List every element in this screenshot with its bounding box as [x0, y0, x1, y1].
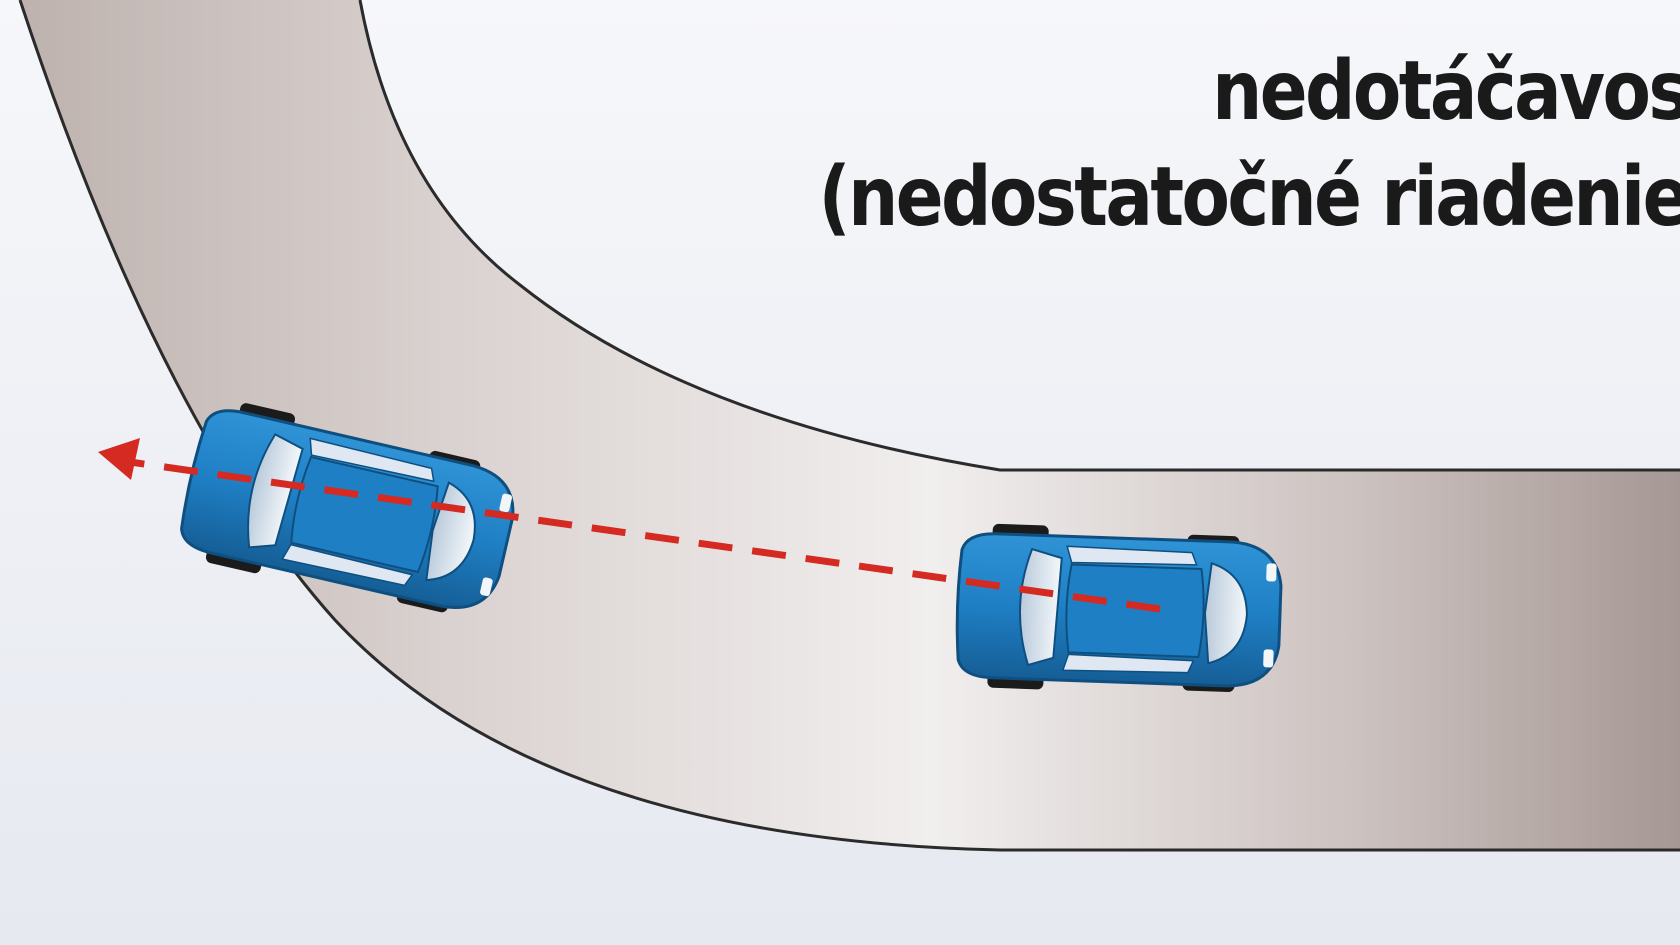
- trajectory-dashed-line: [129, 458, 1161, 613]
- road-outer-edge: [18, 0, 1680, 852]
- title-line-2: (nedostatočné riadenie: [818, 150, 1680, 245]
- title-line-1: nedotáčavos: [1212, 44, 1680, 139]
- road-inner-edge: [358, 0, 1680, 472]
- car-start-icon: [953, 521, 1285, 700]
- diagram-title: nedotáčavos (nedostatočné riadenie: [819, 40, 1680, 252]
- trajectory-arrowhead-icon: [98, 438, 140, 480]
